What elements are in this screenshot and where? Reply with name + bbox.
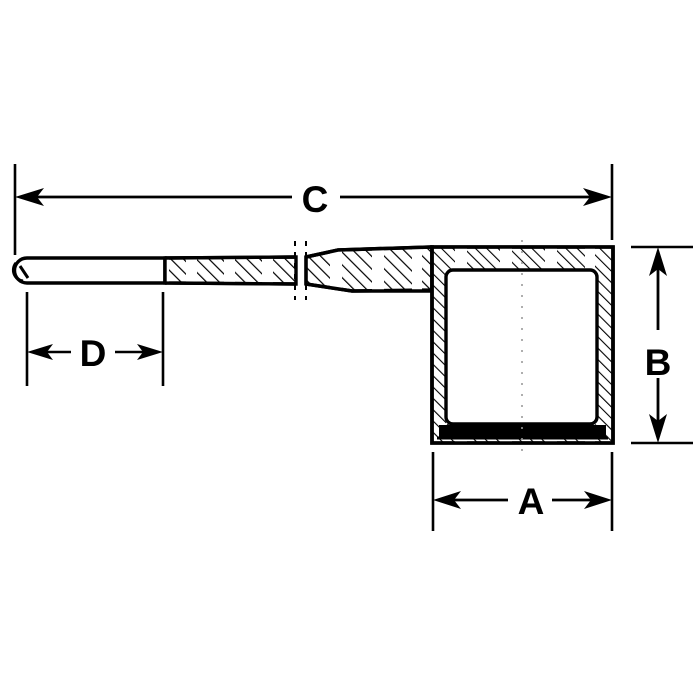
dimension-c-label: C: [302, 179, 329, 220]
dimension-b-arrow-top: [649, 247, 667, 276]
dimension-d-label: D: [80, 333, 107, 374]
dimension-a-label: A: [518, 481, 545, 522]
flange-edges: [305, 245, 433, 293]
dimension-a-arrow-left: [433, 491, 461, 509]
pin-hatching-left: [165, 257, 296, 284]
dimension-a-arrow-right: [584, 491, 612, 509]
dimension-d: D: [25, 292, 165, 386]
pin-tip-mark: [18, 265, 30, 279]
dimension-d-arrow-right: [137, 344, 163, 360]
body-base-band: [439, 425, 606, 437]
flange-hatching: [306, 248, 432, 290]
pin-plain-section: [12, 256, 167, 285]
dimension-c: C: [13, 164, 614, 255]
body-cavity: [444, 268, 599, 426]
pin-tip-round: [11, 262, 24, 283]
dimension-b-label: B: [645, 342, 672, 383]
dimension-c-arrow-left: [15, 188, 44, 206]
dimension-b: B: [631, 245, 693, 445]
dimension-d-arrow-left: [27, 344, 53, 360]
pin-sectioned-left: [163, 255, 298, 286]
dimension-a: A: [431, 452, 614, 531]
body-outer-edge: [430, 245, 615, 445]
pin-shank: [11, 256, 167, 285]
square-body: [430, 245, 615, 445]
dimension-b-arrow-bottom: [649, 414, 667, 443]
pin-section-edges-left: [163, 255, 297, 286]
flange-tapered-section: [304, 245, 434, 293]
part-cross-section: [11, 240, 615, 452]
dimension-c-arrow-right: [583, 188, 612, 206]
